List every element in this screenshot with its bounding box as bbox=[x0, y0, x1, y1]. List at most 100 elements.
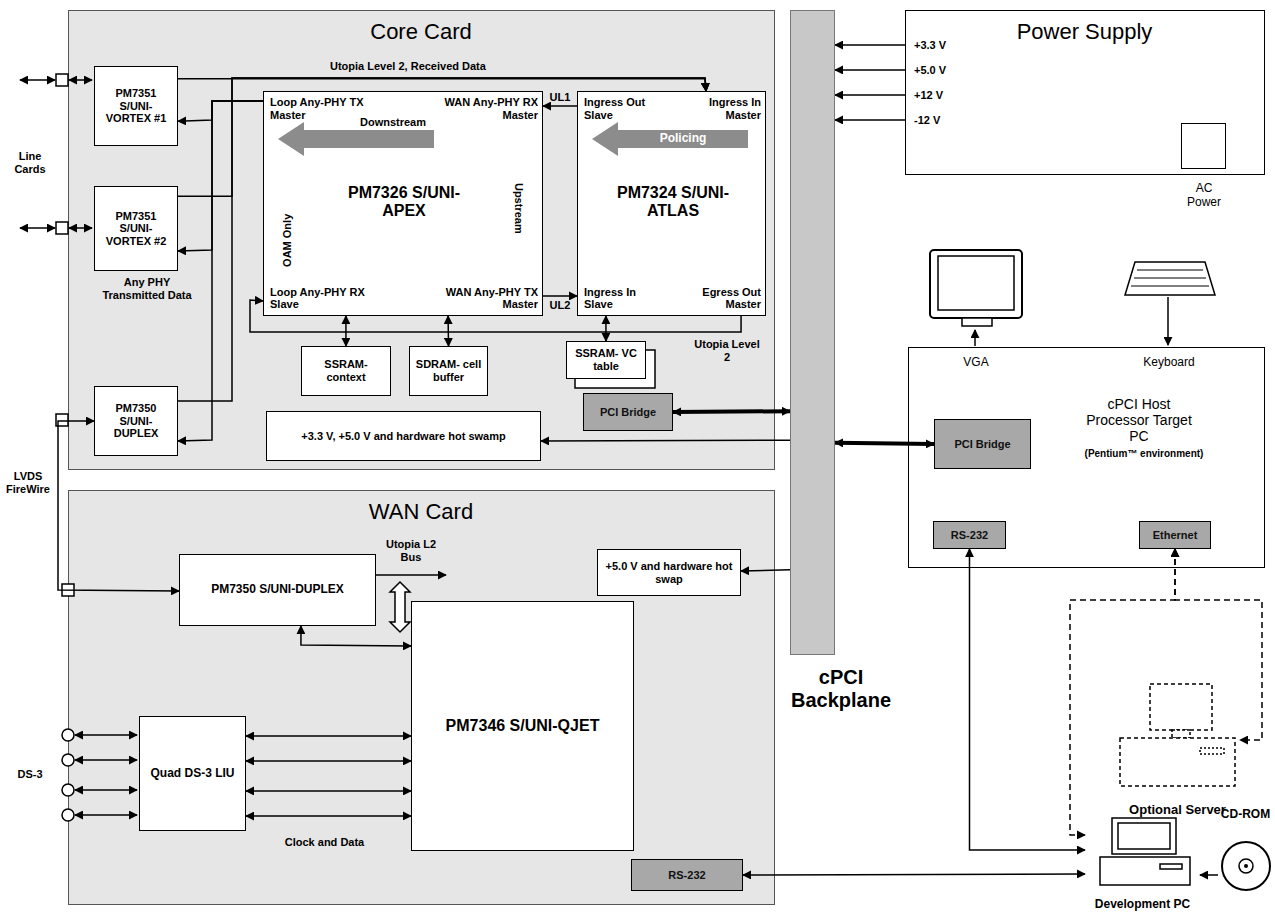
card-panel: PM7351 S/UNI- VORTEX #1 PM7351 S/UNI- VOR… bbox=[68, 10, 775, 470]
keyboard-key-row bbox=[1131, 286, 1209, 287]
chip-box: Quad DS-3 LIU bbox=[139, 716, 246, 831]
node-label: (Pentium™ environment) bbox=[1044, 448, 1244, 460]
vga-arrow bbox=[974, 330, 976, 346]
ds3-link bbox=[75, 759, 137, 761]
bus-label: UL1 bbox=[546, 91, 574, 104]
node-label: Loop Any-PHY RX Slave bbox=[270, 286, 365, 311]
node-label: Power Supply bbox=[906, 19, 1263, 44]
link-label: LVDS FireWire bbox=[2, 470, 54, 495]
node-label: cPCI Backplane bbox=[781, 666, 901, 712]
signal-label: Clock and Data bbox=[262, 836, 387, 849]
node-label: WAN Any-PHY RX Master bbox=[443, 96, 538, 121]
bus-double-arrow bbox=[390, 582, 410, 632]
signal-connector bbox=[835, 119, 905, 121]
signal-connector bbox=[673, 409, 790, 414]
monitor-icon bbox=[930, 250, 1022, 318]
network-link bbox=[1175, 549, 1262, 740]
signal-connector bbox=[246, 815, 411, 817]
memory-box: SSRAM- VC table bbox=[566, 341, 646, 379]
power-box: +5.0 V and hardware hot swap bbox=[597, 549, 741, 596]
signal-connector bbox=[178, 78, 706, 401]
pc-drive-slot bbox=[1160, 864, 1182, 869]
signal-connector bbox=[543, 295, 577, 297]
node-label: -12 V bbox=[914, 114, 974, 127]
node-label: Ingress Out Slave bbox=[584, 96, 656, 121]
box-label: SSRAM- context bbox=[306, 358, 386, 383]
host-box: PCI BridgeRS-232EthernetcPCI Host Proces… bbox=[908, 347, 1265, 568]
signal-connector bbox=[541, 439, 790, 441]
pc-tower-icon bbox=[1100, 857, 1190, 885]
chip-box: PM7350 S/UNI- DUPLEX bbox=[94, 386, 178, 456]
signal-connector bbox=[178, 101, 263, 251]
cdrom-hub bbox=[1239, 859, 1253, 873]
keyboard-arrow bbox=[1167, 297, 1169, 345]
keyboard-icon bbox=[1125, 262, 1215, 295]
box-label: PM7346 S/UNI-QJET bbox=[446, 717, 600, 735]
ds3-link bbox=[75, 734, 137, 736]
node-label: +12 V bbox=[914, 89, 974, 102]
node-label: PM7324 S/UNI-ATLAS bbox=[613, 184, 733, 221]
box-label: PM7351 S/UNI- VORTEX #1 bbox=[99, 87, 173, 125]
node-label: OAM Only bbox=[281, 200, 294, 280]
bus-arrow bbox=[376, 574, 446, 576]
cdrom-node: CD-ROM bbox=[1218, 808, 1273, 902]
port-box: RS-232 bbox=[933, 521, 1006, 549]
line-card-link bbox=[20, 79, 55, 81]
port-label: Line Cards bbox=[6, 150, 54, 175]
signal-connector bbox=[835, 94, 905, 96]
pc-monitor-screen bbox=[1118, 823, 1170, 849]
chip-box: PM7351 S/UNI- VORTEX #2 bbox=[94, 186, 178, 271]
signal-connector bbox=[543, 105, 577, 107]
signal-connector bbox=[345, 316, 347, 346]
box-label: SDRAM- cell buffer bbox=[414, 358, 483, 383]
signal-connector bbox=[447, 316, 449, 346]
box-label: RS-232 bbox=[951, 529, 988, 542]
box-label: Quad DS-3 LIU bbox=[150, 767, 234, 781]
table-shadow-box bbox=[575, 350, 655, 388]
monitor-stand bbox=[962, 318, 992, 326]
policing-arrow bbox=[592, 122, 748, 156]
bus-label: Utopia L2 Bus bbox=[380, 538, 442, 563]
server-monitor-icon bbox=[1150, 684, 1212, 730]
server-monitor-stand bbox=[1172, 730, 1190, 738]
chip-box: Ingress Out SlaveIngress In MasterPolici… bbox=[577, 91, 766, 316]
memory-box: SSRAM- context bbox=[301, 346, 391, 396]
signal-connector bbox=[246, 735, 411, 737]
ds3-port bbox=[62, 784, 74, 796]
port-square bbox=[56, 222, 68, 234]
box-label: +5.0 V and hardware hot swap bbox=[602, 560, 736, 585]
node-label: Core Card bbox=[69, 19, 773, 44]
node-label: +3.3 V bbox=[914, 39, 974, 52]
port-square bbox=[56, 74, 68, 86]
node-label: cPCI Host Processor Target PC bbox=[1079, 396, 1199, 444]
power-box: +3.3 V, +5.0 V and hardware hot swamp bbox=[266, 411, 541, 461]
keyboard-key-row bbox=[1134, 278, 1206, 279]
signal-connector bbox=[970, 549, 1086, 850]
memory-box: SDRAM- cell buffer bbox=[409, 346, 488, 396]
chip-box: PM7346 S/UNI-QJET bbox=[411, 601, 634, 851]
signal-connector bbox=[741, 570, 790, 571]
pc-monitor-icon bbox=[1112, 818, 1176, 854]
network-link bbox=[1070, 549, 1175, 835]
node-label: Ingress In Master bbox=[689, 96, 761, 121]
server-drive-slot bbox=[1200, 748, 1224, 754]
node-label: WAN Any-PHY TX Master bbox=[443, 286, 538, 311]
node-label: Egress Out Master bbox=[689, 286, 761, 311]
monitor-screen bbox=[938, 256, 1014, 310]
port-link bbox=[69, 227, 92, 229]
keyboard-key-row bbox=[1137, 270, 1203, 271]
signal-connector bbox=[246, 790, 411, 792]
bridge-box: PCI Bridge bbox=[583, 393, 673, 431]
port-square bbox=[56, 414, 68, 426]
box-label: PCI Bridge bbox=[600, 406, 656, 419]
box-label: PM7350 S/UNI-DUPLEX bbox=[211, 583, 344, 597]
signal-connector bbox=[178, 101, 263, 121]
box-label: PCI Bridge bbox=[954, 438, 1010, 451]
node-label: Ingress In Slave bbox=[584, 286, 656, 311]
server-tower-icon bbox=[1120, 738, 1235, 786]
signal-connector bbox=[605, 316, 607, 341]
line-card-link bbox=[20, 227, 55, 229]
power-supply-box: AC PowerPower Supply+3.3 V+5.0 V+12 V-12… bbox=[905, 10, 1265, 175]
bus-label: Any PHY Transmitted Data bbox=[92, 276, 202, 301]
node-label: Downstream bbox=[360, 116, 440, 129]
